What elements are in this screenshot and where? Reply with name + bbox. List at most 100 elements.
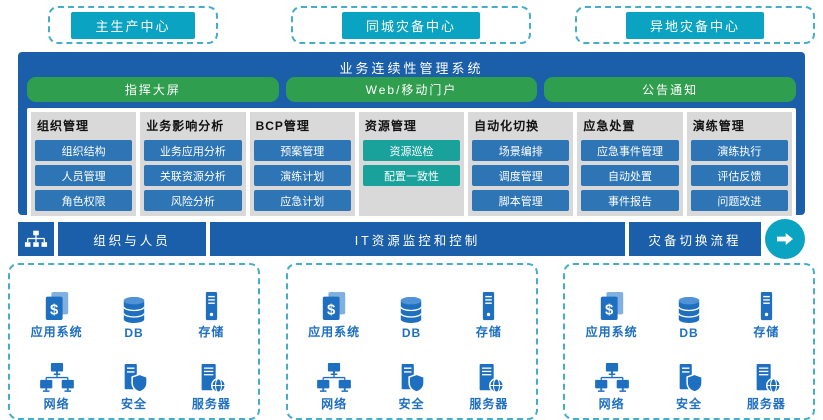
infra-network: 网络 [296,348,373,413]
column-header: 资源管理 [364,119,417,133]
same-city-dr-center-box: 同城灾备中心 [291,6,531,44]
security-icon [397,363,425,393]
infra-label: DB [401,325,422,340]
network-icon [594,363,630,393]
module-item[interactable]: 事件报告 [581,190,679,211]
infra-label: 应用系统 [30,324,83,339]
module-item[interactable]: 问题改进 [690,190,788,211]
app-system-icon [320,291,348,321]
infra-security: 安全 [95,348,172,413]
infra-label: 存储 [198,324,225,339]
server-icon [196,363,226,393]
infra-storage: 存储 [173,275,250,340]
infra-label: 服务器 [469,397,509,411]
infra-label: 存储 [753,324,780,339]
infrastructure-row: 应用系统 DB 存储 网络 安全 服务器 [8,263,815,420]
org-network-icon [24,229,48,249]
org-people-bar: 组织与人员 [58,222,206,256]
module-column-resource-management: 资源管理 资源巡检 配置一致性 [358,112,465,216]
it-resource-monitor-bar: IT资源监控和控制 [210,222,625,256]
server-icon [751,363,781,393]
infra-network: 网络 [573,348,650,413]
module-item[interactable]: 应急计划 [253,190,351,211]
column-header: 自动化切换 [474,119,540,133]
same-city-dr-infra-box: 应用系统 DB 存储 网络 安全 服务器 [285,263,538,420]
security-icon [120,363,148,393]
infra-database: DB [650,275,727,340]
module-item[interactable]: 组织结构 [35,140,133,161]
storage-icon [203,291,220,321]
module-item[interactable]: 配置一致性 [362,165,461,186]
module-column-automated-switchover: 自动化切换 场景编排 调度管理 脚本管理 [468,112,574,216]
infra-label: DB [679,325,699,340]
infra-security: 安全 [650,348,727,413]
infra-database: DB [95,275,172,340]
portal-row: 指挥大屏 Web/移动门户 公告通知 [27,77,797,102]
column-header: 业务影响分析 [146,119,225,133]
infra-storage: 存储 [450,275,527,340]
database-icon [398,296,424,324]
module-column-emergency-response: 应急处置 应急事件管理 自动处置 事件报告 [577,112,683,216]
module-item[interactable]: 风险分析 [144,190,242,211]
app-system-icon [598,291,626,321]
column-header: 组织管理 [37,119,90,133]
infra-label: 网络 [598,397,625,411]
module-item[interactable]: 应急事件管理 [581,140,679,161]
infra-label: 存储 [475,324,502,339]
target-arrow-icon [773,227,797,251]
column-header: BCP管理 [255,119,310,133]
infra-server: 服务器 [728,348,805,413]
infra-security: 安全 [373,348,450,413]
main-production-infra-box: 应用系统 DB 存储 网络 安全 服务器 [8,263,260,420]
column-header: 应急处置 [583,119,636,133]
server-icon [474,363,504,393]
infra-label: 网络 [321,397,348,411]
module-item[interactable]: 预案管理 [253,140,351,161]
module-item[interactable]: 演练执行 [690,140,788,161]
module-item[interactable]: 自动处置 [581,165,679,186]
bcm-system-panel: 业务连续性管理系统 指挥大屏 Web/移动门户 公告通知 组织管理 组织结构 人… [18,52,805,220]
command-screen-button[interactable]: 指挥大屏 [27,77,279,102]
announcement-button[interactable]: 公告通知 [544,77,797,102]
infra-app-system: 应用系统 [18,275,95,340]
dr-switch-target-badge [765,219,805,259]
module-item[interactable]: 脚本管理 [472,190,570,211]
infra-server: 服务器 [450,348,527,413]
module-column-business-impact-analysis: 业务影响分析 业务应用分析 关联资源分析 风险分析 [140,112,246,216]
app-system-icon [43,291,71,321]
module-column-drill-management: 演练管理 演练执行 评估反馈 问题改进 [686,112,792,216]
network-icon [316,363,352,393]
web-mobile-portal-button[interactable]: Web/移动门户 [285,77,538,102]
infra-server: 服务器 [173,348,250,413]
remote-dr-center-label: 异地灾备中心 [625,11,764,39]
storage-icon [480,291,497,321]
dr-switch-process-bar: 灾备切换流程 [629,222,761,256]
main-production-center-label: 主生产中心 [71,11,195,39]
infra-label: 网络 [43,397,70,411]
module-columns: 组织管理 组织结构 人员管理 角色权限 业务影响分析 业务应用分析 关联资源分析… [27,108,796,220]
infra-label: 安全 [398,397,425,411]
infra-app-system: 应用系统 [573,275,650,340]
infra-label: DB [124,325,144,340]
database-icon [121,296,147,324]
module-column-organization-management: 组织管理 组织结构 人员管理 角色权限 [31,112,137,216]
infra-label: 安全 [120,397,147,411]
infra-network: 网络 [18,348,95,413]
infra-label: 应用系统 [308,324,361,339]
module-item[interactable]: 场景编排 [472,140,570,161]
module-item[interactable]: 关联资源分析 [144,165,242,186]
module-item[interactable]: 评估反馈 [690,165,788,186]
module-item[interactable]: 演练计划 [253,165,351,186]
infra-label: 服务器 [746,397,786,411]
module-item[interactable]: 资源巡检 [362,140,461,161]
module-item[interactable]: 角色权限 [35,190,133,211]
module-item[interactable]: 人员管理 [35,165,133,186]
module-item[interactable]: 调度管理 [472,165,570,186]
module-column-bcp-management: BCP管理 预案管理 演练计划 应急计划 [249,112,355,216]
main-production-center-box: 主生产中心 [48,6,218,44]
module-item[interactable]: 业务应用分析 [144,140,242,161]
system-title: 业务连续性管理系统 [339,61,484,76]
storage-icon [758,291,775,321]
network-icon [39,363,75,393]
